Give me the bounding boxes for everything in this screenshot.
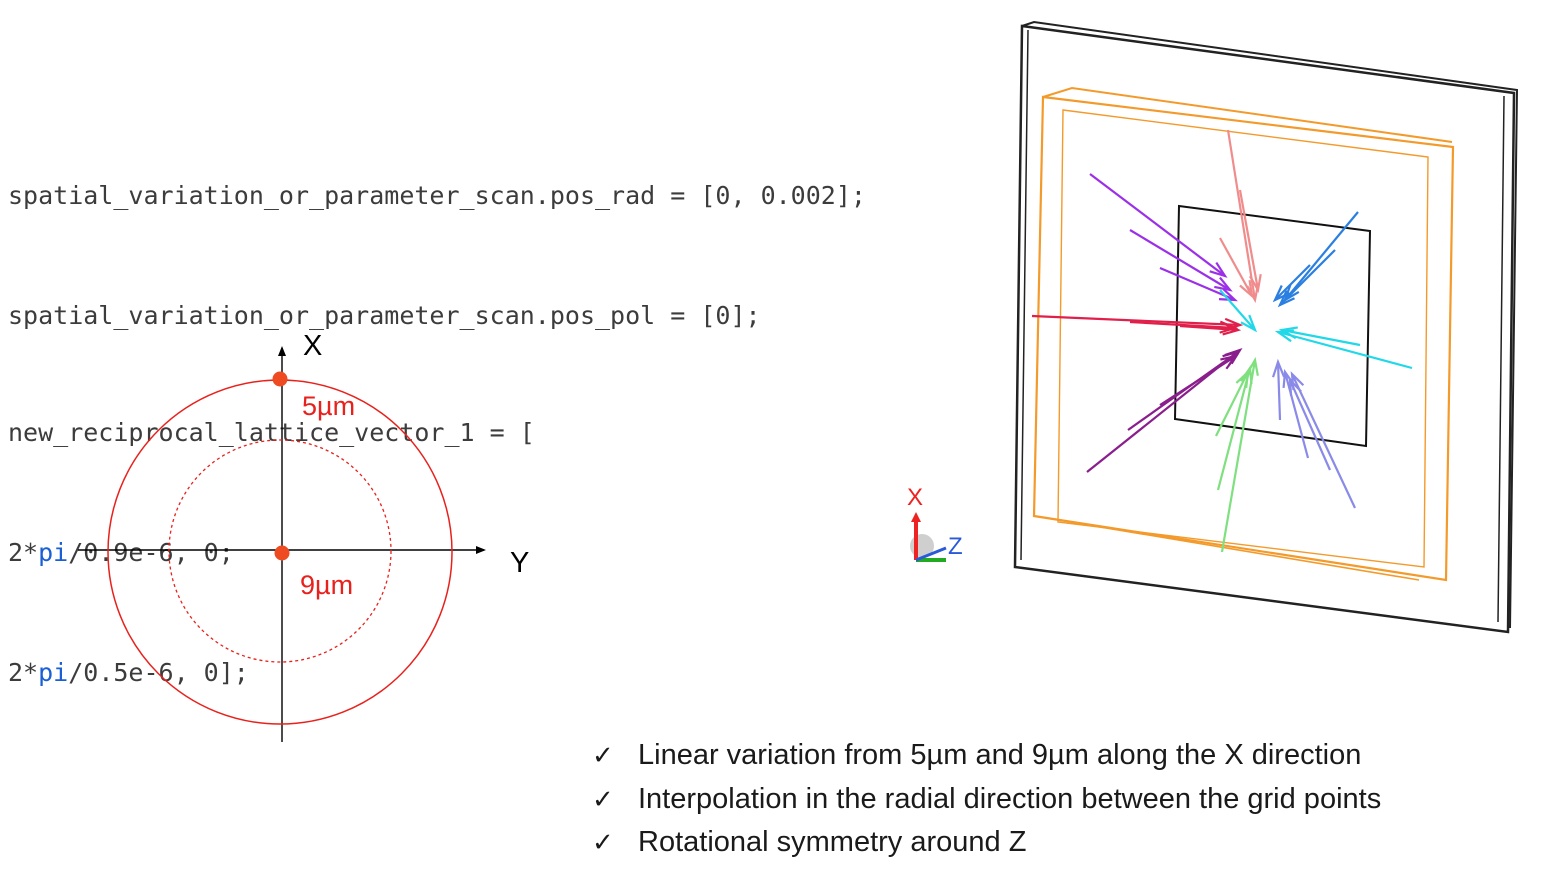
code-line-5: 2*pi/0.5e-6, 0]; xyxy=(8,658,249,687)
ray-arrow xyxy=(1288,379,1332,471)
circle-diagram: X Y 5µm 9µm xyxy=(78,330,529,742)
ray-arrowhead xyxy=(1282,368,1296,389)
outer-slab-edge xyxy=(1497,95,1505,623)
ray-arrow xyxy=(1031,314,1241,327)
ray-arrow xyxy=(1129,320,1236,330)
ray-arrow xyxy=(1238,189,1260,291)
triad-z-label: Z xyxy=(948,533,963,560)
ray-arrow xyxy=(1291,373,1356,509)
check-icon: ✓ xyxy=(592,827,614,858)
bullet-text: Interpolation in the radial direction be… xyxy=(638,782,1382,815)
ray-arrowhead xyxy=(1240,314,1258,333)
ray-arrow xyxy=(1129,229,1231,291)
ray-arrow xyxy=(1215,371,1249,437)
structure-3d-view: X Z xyxy=(907,20,1519,634)
outer-radius-label: 5µm xyxy=(302,391,355,421)
outer-slab-depth xyxy=(1021,20,1519,629)
ray-arrowhead xyxy=(1214,276,1233,292)
outer-point xyxy=(272,371,288,387)
ray-arrowhead xyxy=(1248,274,1262,294)
ray-arrow xyxy=(1279,249,1336,306)
code-keyword-pi: pi xyxy=(38,658,69,687)
outer-slab-front xyxy=(1013,24,1516,634)
ray-arrow xyxy=(1159,355,1237,406)
ray-arrow xyxy=(1089,173,1226,277)
code-line-4: 2*pi/0.9e-6, 0; xyxy=(8,538,234,567)
ray-arrowhead xyxy=(1220,354,1239,370)
outer-slab-edge xyxy=(1020,29,1029,561)
orange-frame-edge xyxy=(1033,515,1420,581)
ray-arrow xyxy=(1281,328,1361,347)
orange-frame-outer xyxy=(1032,95,1455,582)
check-icon: ✓ xyxy=(592,740,614,771)
ray-arrowhead xyxy=(1218,288,1238,302)
axis-triad: X Z xyxy=(907,484,963,562)
axis-y-label: Y xyxy=(510,547,529,579)
ray-arrow xyxy=(1219,237,1253,297)
ray-arrow xyxy=(1219,289,1256,331)
check-icon: ✓ xyxy=(592,783,614,814)
ray-arrow xyxy=(1226,129,1257,301)
axis-x-label: X xyxy=(303,330,322,362)
inner-dashed-circle xyxy=(168,439,392,663)
bullet-item: ✓ Linear variation from 5µm and 9µm along… xyxy=(592,734,1381,778)
triad-z-axis xyxy=(915,546,947,562)
center-radius-label: 9µm xyxy=(300,570,353,600)
code-keyword-pi: pi xyxy=(38,538,69,567)
code-line-3: new_reciprocal_lattice_vector_1 = [ xyxy=(8,418,535,447)
inner-square xyxy=(1173,204,1372,448)
triad-x-tip xyxy=(911,512,921,522)
ray-arrowhead xyxy=(1235,369,1250,389)
code-line-2: spatial_variation_or_parameter_scan.pos_… xyxy=(8,301,761,330)
ray-group xyxy=(1031,129,1413,553)
bullet-item: ✓ Interpolation in the radial direction b… xyxy=(592,778,1381,822)
center-point xyxy=(274,545,290,561)
code-line-1: spatial_variation_or_parameter_scan.pos_… xyxy=(8,181,866,210)
ray-arrow xyxy=(1159,266,1236,302)
ray-arrow xyxy=(1276,361,1282,421)
ray-arrow xyxy=(1179,324,1239,332)
code-block: spatial_variation_or_parameter_scan.pos_… xyxy=(8,96,866,733)
bullet-text: Rotational symmetry around Z xyxy=(638,826,1027,859)
bullet-list: ✓ Linear variation from 5µm and 9µm along… xyxy=(592,734,1381,865)
triad-x-label: X xyxy=(907,484,923,511)
ray-arrowhead xyxy=(1278,326,1298,340)
bullet-item: ✓ Rotational symmetry around Z xyxy=(592,821,1381,865)
ray-arrowhead xyxy=(1222,322,1242,336)
ray-arrowhead xyxy=(1239,280,1254,299)
ray-arrow xyxy=(1274,264,1311,301)
ray-arrowhead xyxy=(1209,261,1228,278)
ray-arrow xyxy=(1277,330,1413,370)
orange-frame-depth xyxy=(1042,86,1453,143)
ray-arrow xyxy=(1216,367,1252,491)
ray-arrow xyxy=(1283,371,1310,459)
orange-frame-inner xyxy=(1057,109,1429,568)
ray-arrow xyxy=(1284,211,1359,301)
bullet-text: Linear variation from 5µm and 9µm along … xyxy=(638,739,1362,772)
ray-arrowhead xyxy=(1271,358,1286,378)
ray-arrowhead xyxy=(1272,285,1290,303)
ray-arrow xyxy=(1220,359,1257,553)
